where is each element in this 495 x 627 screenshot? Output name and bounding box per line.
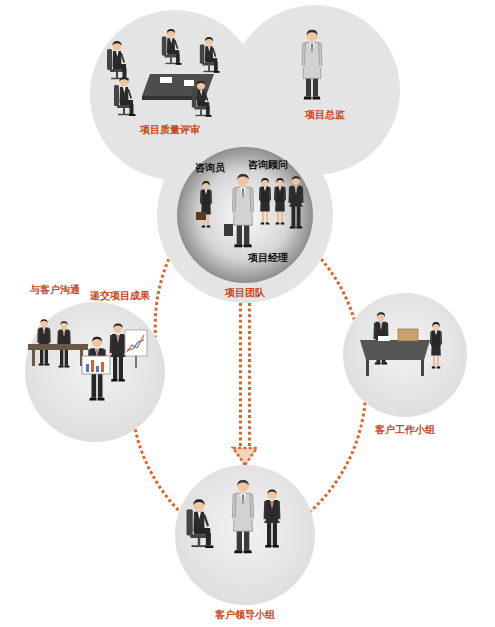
presentation-scene <box>28 319 147 400</box>
node-label: 客户领导小组 <box>215 609 275 621</box>
dotted-connector <box>155 259 169 337</box>
dotted-connector <box>321 259 354 319</box>
node-label: 咨询顾问 <box>248 159 288 171</box>
team-figures <box>196 174 304 247</box>
circle-outline <box>335 290 475 440</box>
team-cloud: 项目团队 咨询员 咨询顾问项目经理 <box>85 5 405 305</box>
node-label: 与客户沟通 <box>30 284 80 296</box>
team-core-circle: 咨询员 咨询顾问项目经理 <box>177 147 313 283</box>
working-group-scene <box>360 312 442 376</box>
part-label: 项目总监 <box>305 109 345 121</box>
dotted-connector <box>135 429 179 511</box>
arrow-head <box>233 448 257 465</box>
working-group-circle: 客户工作小组 <box>335 290 475 440</box>
delivery-circle: 与客户沟通递交项目成果 <box>20 282 170 447</box>
node-label: 递交项目成果 <box>90 290 150 302</box>
meeting-scene <box>107 29 220 117</box>
circle-outline <box>165 462 325 622</box>
dotted-connector <box>233 303 257 465</box>
node-label: 客户工作小组 <box>375 424 435 436</box>
leadership-scene <box>187 480 281 553</box>
leadership-circle: 客户领导小组 <box>165 462 325 622</box>
node-label: 项目经理 <box>248 252 288 264</box>
part-label: 项目质量评审 <box>140 124 200 136</box>
director-figure <box>302 30 323 100</box>
node-label: 项目团队 <box>225 287 265 299</box>
node-label: 咨询员 <box>195 162 225 174</box>
circle-outline <box>20 282 170 447</box>
dotted-connector <box>311 403 365 512</box>
